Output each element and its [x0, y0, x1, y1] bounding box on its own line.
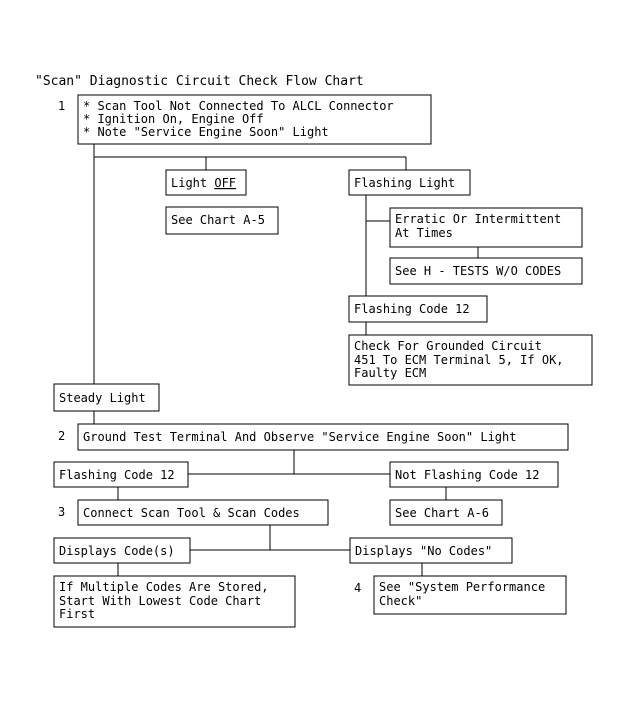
not-flashing-code-12-box: Not Flashing Code 12 — [389, 461, 559, 488]
step-number-2: 2 — [58, 429, 65, 443]
check-grounded-box: Check For Grounded Circuit 451 To ECM Te… — [348, 334, 593, 386]
ground-test-label: Ground Test Terminal And Observe "Servic… — [83, 430, 516, 444]
see-chart-a5-label: See Chart A-5 — [171, 213, 265, 227]
flashing-code-12-top-label: Flashing Code 12 — [354, 302, 470, 316]
steady-light-box: Steady Light — [53, 383, 160, 412]
not-flashing-code-12-label: Not Flashing Code 12 — [395, 468, 540, 482]
flashing-code-12-box: Flashing Code 12 — [53, 461, 189, 488]
flashing-light-label: Flashing Light — [354, 176, 455, 190]
connect-scan-tool-box: Connect Scan Tool & Scan Codes — [77, 499, 329, 526]
start-line-2: * Ignition On, Engine Off — [83, 112, 264, 126]
multiple-codes-line-1: If Multiple Codes Are Stored, — [59, 580, 269, 594]
see-h-tests-label: See H - TESTS W/O CODES — [395, 264, 561, 278]
flashing-code-12-top-box: Flashing Code 12 — [348, 295, 488, 323]
erratic-intermittent-box: Erratic Or Intermittent At Times — [389, 207, 583, 248]
system-performance-box: See "System Performance Check" — [373, 575, 567, 615]
flashing-code-12-label: Flashing Code 12 — [59, 468, 175, 482]
multiple-codes-line-3: First — [59, 607, 95, 621]
displays-no-codes-label: Displays "No Codes" — [355, 544, 492, 558]
step-number-4: 4 — [354, 581, 361, 595]
see-h-tests-box: See H - TESTS W/O CODES — [389, 257, 583, 285]
displays-no-codes-box: Displays "No Codes" — [349, 537, 513, 564]
step-number-1: 1 — [58, 99, 65, 113]
erratic-line-1: Erratic Or Intermittent — [395, 212, 561, 226]
see-chart-a5-box: See Chart A-5 — [165, 206, 279, 235]
step-number-3: 3 — [58, 505, 65, 519]
multiple-codes-box: If Multiple Codes Are Stored, Start With… — [53, 575, 296, 628]
connect-scan-tool-label: Connect Scan Tool & Scan Codes — [83, 506, 300, 520]
system-performance-line-2: Check" — [379, 594, 422, 608]
steady-light-label: Steady Light — [59, 391, 146, 405]
off-word: OFF — [214, 176, 236, 190]
see-chart-a6-box: See Chart A-6 — [389, 499, 503, 526]
light-off-label: Light OFF — [171, 176, 236, 190]
connector-lines — [93, 144, 479, 576]
check-grounded-line-2: 451 To ECM Terminal 5, If OK, — [354, 353, 564, 367]
erratic-line-2: At Times — [395, 226, 453, 240]
ground-test-box: Ground Test Terminal And Observe "Servic… — [77, 423, 569, 451]
start-line-3: * Note "Service Engine Soon" Light — [83, 125, 329, 139]
check-grounded-line-3: Faulty ECM — [354, 366, 426, 380]
chart-title: "Scan" Diagnostic Circuit Check Flow Cha… — [35, 74, 364, 89]
displays-codes-box: Displays Code(s) — [53, 537, 191, 564]
see-chart-a6-label: See Chart A-6 — [395, 506, 489, 520]
start-conditions-box: * Scan Tool Not Connected To ALCL Connec… — [77, 94, 432, 145]
check-grounded-line-1: Check For Grounded Circuit — [354, 339, 542, 353]
light-off-box: Light OFF — [165, 169, 247, 196]
multiple-codes-line-2: Start With Lowest Code Chart — [59, 594, 261, 608]
displays-codes-label: Displays Code(s) — [59, 544, 175, 558]
system-performance-line-1: See "System Performance — [379, 580, 545, 594]
start-line-1: * Scan Tool Not Connected To ALCL Connec… — [83, 99, 394, 113]
flashing-light-box: Flashing Light — [348, 169, 471, 196]
